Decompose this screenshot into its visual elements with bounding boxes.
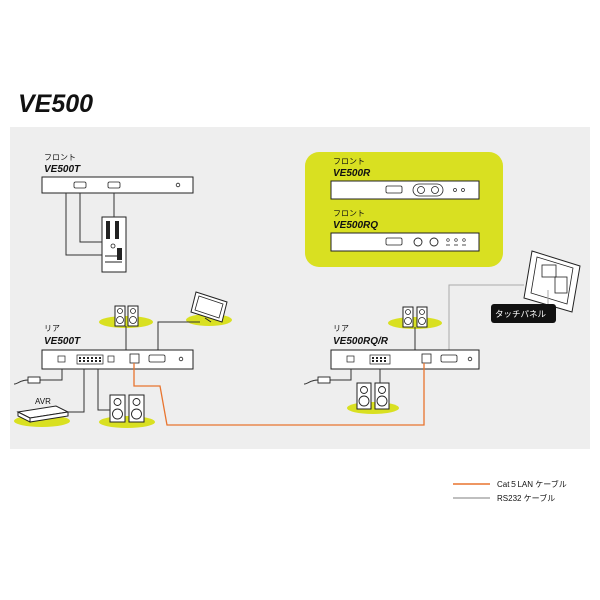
pc-tower-icon bbox=[101, 216, 127, 273]
cat5-cable bbox=[133, 363, 425, 426]
rx-speaker-pad-bottom bbox=[347, 402, 399, 414]
avr-cable bbox=[68, 369, 85, 413]
tx-power-plug-icon bbox=[13, 369, 63, 385]
transmitter-front-model: VE500T bbox=[44, 164, 81, 175]
rx-speaker-icon-top bbox=[402, 306, 428, 328]
receiver-r-front-model: VE500R bbox=[333, 168, 371, 179]
receiver-rq-front-model: VE500RQ bbox=[333, 220, 378, 231]
receiver-r-front-caption: フロント bbox=[333, 157, 365, 166]
receiver-rear-caption: リア bbox=[333, 324, 349, 333]
monitor-icon bbox=[190, 291, 228, 323]
tx-speaker-icon-top bbox=[114, 305, 139, 327]
front-cable-1 bbox=[65, 193, 102, 256]
avr-label: AVR bbox=[35, 397, 51, 406]
legend-cat5-label: Cat５LAN ケーブル bbox=[497, 479, 567, 489]
touch-panel-icon bbox=[523, 250, 581, 313]
tx-speaker-icon-bottom bbox=[109, 394, 145, 423]
receiver-rq-front-caption: フロント bbox=[333, 209, 365, 218]
touch-panel-label-box bbox=[491, 304, 556, 323]
transmitter-rear-unit bbox=[41, 349, 194, 370]
receiver-r-front-unit bbox=[330, 180, 480, 200]
tx-speaker-cable-bottom bbox=[97, 369, 110, 411]
receiver-rq-front-unit bbox=[330, 232, 480, 252]
receiver-rear-model: VE500RQ/R bbox=[333, 336, 389, 347]
rx-power-plug-icon bbox=[303, 369, 352, 385]
transmitter-rear-caption: リア bbox=[44, 324, 60, 333]
touch-panel-label: タッチパネル bbox=[495, 309, 547, 319]
rx-speaker-pad-top bbox=[388, 317, 442, 329]
front-cable-2 bbox=[79, 193, 102, 243]
rx-speaker-icon-bottom bbox=[356, 382, 390, 410]
transmitter-front-caption: フロント bbox=[44, 153, 76, 162]
tx-speaker-pad-bottom bbox=[99, 416, 155, 428]
legend-rs232-label: RS232 ケーブル bbox=[497, 493, 555, 503]
page-title: VE500 bbox=[18, 90, 93, 118]
transmitter-front-unit bbox=[41, 176, 194, 194]
legend: Cat５LAN ケーブル RS232 ケーブル bbox=[453, 479, 567, 503]
transmitter-rear-model: VE500T bbox=[44, 336, 81, 347]
tx-speaker-pad-top bbox=[99, 316, 153, 328]
receiver-rear-unit bbox=[330, 349, 480, 370]
avr-icon bbox=[16, 405, 70, 423]
monitor-cable bbox=[157, 321, 200, 350]
rs232-touch-cable bbox=[448, 284, 524, 350]
